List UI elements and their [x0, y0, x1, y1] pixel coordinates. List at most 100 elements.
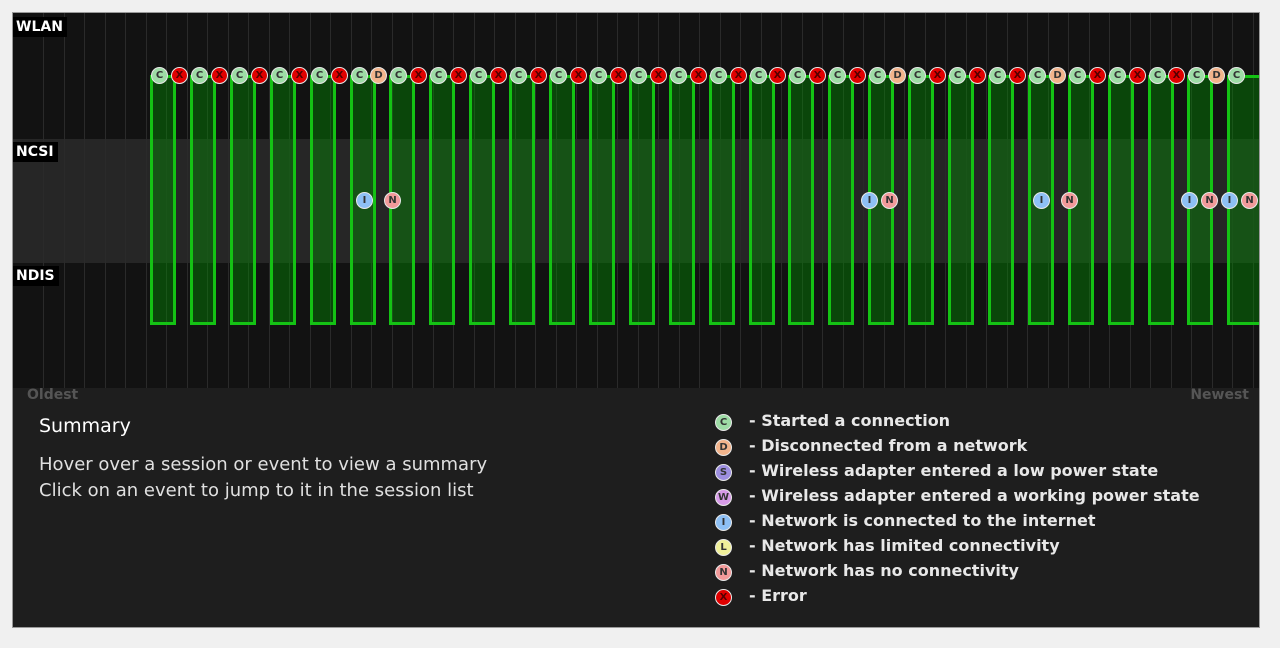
legend-label: - Started a connection	[749, 411, 951, 430]
session-bar[interactable]	[988, 75, 1014, 325]
session-bar[interactable]	[190, 75, 216, 325]
session-bar[interactable]	[589, 75, 615, 325]
session-bar[interactable]	[150, 75, 176, 325]
ncsi-event-i[interactable]: I	[1033, 192, 1050, 209]
session-bar[interactable]	[429, 75, 455, 325]
ncsi-event-n[interactable]: N	[1241, 192, 1258, 209]
wlan-event-x[interactable]: X	[1009, 67, 1026, 84]
session-bar[interactable]	[669, 75, 695, 325]
wlan-event-x[interactable]: X	[251, 67, 268, 84]
wlan-event-x[interactable]: X	[1168, 67, 1185, 84]
wlan-event-c[interactable]: C	[750, 67, 767, 84]
session-bar[interactable]	[709, 75, 735, 325]
wlan-event-x[interactable]: X	[690, 67, 707, 84]
wlan-event-c[interactable]: C	[789, 67, 806, 84]
wlan-event-c[interactable]: C	[351, 67, 368, 84]
wlan-event-c[interactable]: C	[590, 67, 607, 84]
wlan-event-x[interactable]: X	[610, 67, 627, 84]
wlan-event-c[interactable]: C	[1228, 67, 1245, 84]
summary-line-click: Click on an event to jump to it in the s…	[39, 480, 474, 501]
wlan-event-x[interactable]: X	[291, 67, 308, 84]
wlan-event-c[interactable]: C	[271, 67, 288, 84]
session-bar[interactable]	[549, 75, 575, 325]
legend-label: - Network has limited connectivity	[749, 536, 1060, 555]
wlan-event-d[interactable]: D	[1049, 67, 1066, 84]
wlan-event-x[interactable]: X	[410, 67, 427, 84]
wlan-event-c[interactable]: C	[550, 67, 567, 84]
timeline-gridline	[1089, 13, 1090, 388]
wlan-event-x[interactable]: X	[809, 67, 826, 84]
wlan-event-x[interactable]: X	[1089, 67, 1106, 84]
ncsi-event-i[interactable]: I	[356, 192, 373, 209]
legend-badge-icon: W	[715, 489, 732, 506]
ncsi-event-n[interactable]: N	[1061, 192, 1078, 209]
ncsi-event-i[interactable]: I	[861, 192, 878, 209]
wlan-event-d[interactable]: D	[889, 67, 906, 84]
wlan-event-x[interactable]: X	[650, 67, 667, 84]
wlan-event-c[interactable]: C	[1029, 67, 1046, 84]
session-bar[interactable]	[310, 75, 336, 325]
legend-badge-icon: C	[715, 414, 732, 431]
session-bar[interactable]	[788, 75, 814, 325]
session-bar[interactable]	[469, 75, 495, 325]
wlan-event-x[interactable]: X	[331, 67, 348, 84]
wlan-event-c[interactable]: C	[231, 67, 248, 84]
wlan-event-c[interactable]: C	[311, 67, 328, 84]
session-bar[interactable]	[1148, 75, 1174, 325]
session-bar[interactable]	[230, 75, 256, 325]
wlan-event-x[interactable]: X	[490, 67, 507, 84]
wlan-event-c[interactable]: C	[989, 67, 1006, 84]
wlan-event-c[interactable]: C	[1069, 67, 1086, 84]
ncsi-event-n[interactable]: N	[1201, 192, 1218, 209]
session-bar[interactable]	[629, 75, 655, 325]
wlan-event-x[interactable]: X	[769, 67, 786, 84]
wlan-event-x[interactable]: X	[450, 67, 467, 84]
session-bar[interactable]	[1108, 75, 1134, 325]
wlan-event-c[interactable]: C	[191, 67, 208, 84]
session-bar[interactable]	[948, 75, 974, 325]
ncsi-event-i[interactable]: I	[1221, 192, 1238, 209]
wlan-event-c[interactable]: C	[151, 67, 168, 84]
timeline-gridline	[1027, 13, 1028, 388]
wlan-event-c[interactable]: C	[1149, 67, 1166, 84]
wlan-event-c[interactable]: C	[909, 67, 926, 84]
wlan-event-x[interactable]: X	[929, 67, 946, 84]
wlan-event-c[interactable]: C	[949, 67, 966, 84]
wlan-event-x[interactable]: X	[969, 67, 986, 84]
session-bar[interactable]	[908, 75, 934, 325]
wlan-event-c[interactable]: C	[470, 67, 487, 84]
wlan-event-c[interactable]: C	[390, 67, 407, 84]
wlan-event-x[interactable]: X	[211, 67, 228, 84]
timeline-gridline	[761, 13, 762, 388]
timeline-gridline	[64, 13, 65, 388]
wlan-event-c[interactable]: C	[829, 67, 846, 84]
wlan-event-c[interactable]: C	[1109, 67, 1126, 84]
wlan-event-c[interactable]: C	[670, 67, 687, 84]
wlan-event-x[interactable]: X	[171, 67, 188, 84]
wlan-event-x[interactable]: X	[849, 67, 866, 84]
wlan-event-c[interactable]: C	[510, 67, 527, 84]
wlan-event-x[interactable]: X	[530, 67, 547, 84]
wlan-event-x[interactable]: X	[570, 67, 587, 84]
wlan-event-x[interactable]: X	[1129, 67, 1146, 84]
wlan-event-x[interactable]: X	[730, 67, 747, 84]
wlan-event-c[interactable]: C	[430, 67, 447, 84]
session-bar[interactable]	[828, 75, 854, 325]
ncsi-event-n[interactable]: N	[881, 192, 898, 209]
ncsi-event-i[interactable]: I	[1181, 192, 1198, 209]
session-bar[interactable]	[270, 75, 296, 325]
wlan-event-c[interactable]: C	[1188, 67, 1205, 84]
wlan-event-c[interactable]: C	[710, 67, 727, 84]
wlan-event-c[interactable]: C	[869, 67, 886, 84]
timeline-gridline	[207, 13, 208, 388]
session-bar[interactable]	[749, 75, 775, 325]
legend-badge-icon: X	[715, 589, 732, 606]
wlan-event-d[interactable]: D	[1208, 67, 1225, 84]
wlan-event-c[interactable]: C	[630, 67, 647, 84]
session-bar[interactable]	[509, 75, 535, 325]
wlan-event-d[interactable]: D	[370, 67, 387, 84]
row-label-ncsi: NCSI	[13, 142, 58, 162]
ncsi-event-n[interactable]: N	[384, 192, 401, 209]
timeline-gridline	[945, 13, 946, 388]
